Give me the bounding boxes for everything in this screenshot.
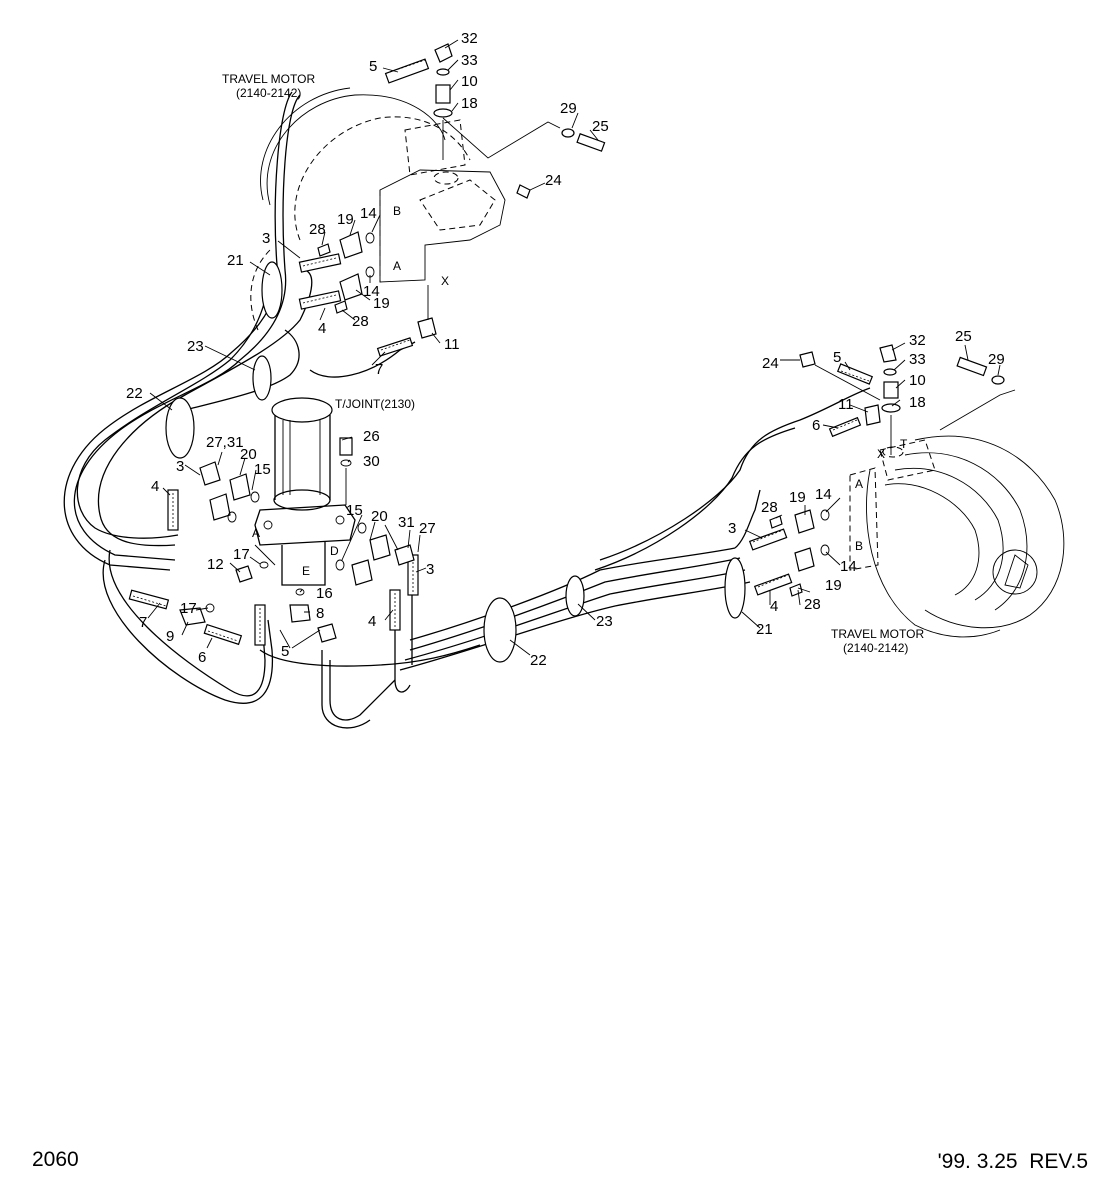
callout-11b: 11 [838, 396, 854, 413]
callout-25b: 25 [955, 328, 972, 345]
callout-6: 6 [198, 649, 206, 666]
callout-4d: 4 [770, 598, 778, 615]
callout-3: 3 [262, 230, 270, 247]
hose-bundle-right [259, 341, 871, 729]
callout-19c: 19 [825, 577, 842, 594]
callout-27: 27 [419, 520, 436, 537]
callout-31: 31 [398, 514, 415, 531]
callout-6b: 6 [812, 417, 820, 434]
callout-24b: 24 [762, 355, 779, 372]
callout-29b: 29 [988, 351, 1005, 368]
callout-12: 12 [207, 556, 224, 573]
callout-29: 29 [560, 100, 577, 117]
callout-15b: 15 [346, 502, 363, 519]
callout-32: 32 [461, 30, 478, 47]
callout-17b: 17 [180, 600, 197, 617]
callout-23b: 23 [596, 613, 613, 630]
callout-25: 25 [592, 118, 609, 135]
motor-labels: TRAVEL MOTOR (2140-2142) T/JOINT(2130) T… [222, 72, 924, 655]
callout-22b: 22 [530, 652, 547, 669]
callout-19: 19 [337, 211, 354, 228]
callout-5c: 5 [833, 349, 841, 366]
callout-18b: 18 [909, 394, 926, 411]
callout-22: 22 [126, 385, 143, 402]
callout-9: 9 [166, 628, 174, 645]
callout-7b: 7 [139, 614, 147, 631]
right-travel-motor: A B T X [849, 435, 1065, 638]
callout-7: 7 [375, 361, 383, 378]
svg-text:X: X [877, 447, 885, 461]
callout-14d: 14 [815, 486, 832, 503]
callout-19d: 19 [789, 489, 806, 506]
callout-28b: 28 [352, 313, 369, 330]
callout-23: 23 [187, 338, 204, 355]
callout-5: 5 [369, 58, 377, 75]
leader-lines [147, 39, 1001, 656]
callout-3c: 3 [426, 561, 434, 578]
svg-text:A: A [393, 259, 401, 273]
callout-21b: 21 [756, 621, 773, 638]
callout-33b: 33 [909, 351, 926, 368]
callout-20: 20 [240, 446, 257, 463]
revision-stamp: '99. 3.25 REV.5 [937, 1150, 1088, 1173]
callout-4b: 4 [151, 478, 159, 495]
callout-18: 18 [461, 95, 478, 112]
left-travel-motor-ref: (2140-2142) [236, 86, 301, 100]
fittings [128, 43, 1016, 646]
callout-8: 8 [316, 605, 324, 622]
turning-joint-label: T/JOINT(2130) [335, 397, 415, 411]
page-code: 2060 [32, 1148, 79, 1171]
callout-4: 4 [318, 320, 326, 337]
svg-text:B: B [393, 204, 401, 218]
svg-text:X: X [441, 274, 449, 288]
callout-4c: 4 [368, 613, 376, 630]
callout-21: 21 [227, 252, 244, 269]
svg-text:A: A [855, 477, 863, 491]
svg-text:E: E [302, 564, 310, 578]
callout-14c: 14 [840, 558, 857, 575]
callout-28d: 28 [761, 499, 778, 516]
callout-20b: 20 [371, 508, 388, 525]
callout-14: 14 [360, 205, 377, 222]
hose-bundle-left [63, 91, 313, 704]
svg-text:A: A [252, 526, 260, 540]
callout-28: 28 [309, 221, 326, 238]
callout-11: 11 [444, 336, 460, 353]
callout-32b: 32 [909, 332, 926, 349]
callout-24: 24 [545, 172, 562, 189]
svg-text:T: T [900, 437, 908, 451]
callout-5b: 5 [281, 643, 289, 660]
callout-15: 15 [254, 461, 271, 478]
right-travel-motor-ref: (2140-2142) [843, 641, 908, 655]
callout-28c: 28 [804, 596, 821, 613]
left-travel-motor-label: TRAVEL MOTOR [222, 72, 315, 86]
svg-text:D: D [330, 544, 339, 558]
callout-3b: 3 [176, 458, 184, 475]
turning-joint: E A D [252, 397, 356, 586]
right-travel-motor-label: TRAVEL MOTOR [831, 627, 924, 641]
callout-19b: 19 [373, 295, 390, 312]
callout-33: 33 [461, 52, 478, 69]
callout-16: 16 [316, 585, 333, 602]
callout-numbers: 32 5 33 10 18 29 25 24 14 19 28 3 21 14 … [126, 30, 1005, 669]
callout-17: 17 [233, 546, 250, 563]
svg-text:B: B [855, 539, 863, 553]
callout-26: 26 [363, 428, 380, 445]
callout-10b: 10 [909, 372, 926, 389]
callout-3d: 3 [728, 520, 736, 537]
callout-14b: 14 [363, 283, 380, 300]
callout-27-31: 27,31 [206, 434, 244, 451]
callout-30: 30 [363, 453, 380, 470]
callout-10: 10 [461, 73, 478, 90]
left-travel-motor: B A X [250, 87, 506, 331]
hose-clamps [165, 261, 746, 663]
